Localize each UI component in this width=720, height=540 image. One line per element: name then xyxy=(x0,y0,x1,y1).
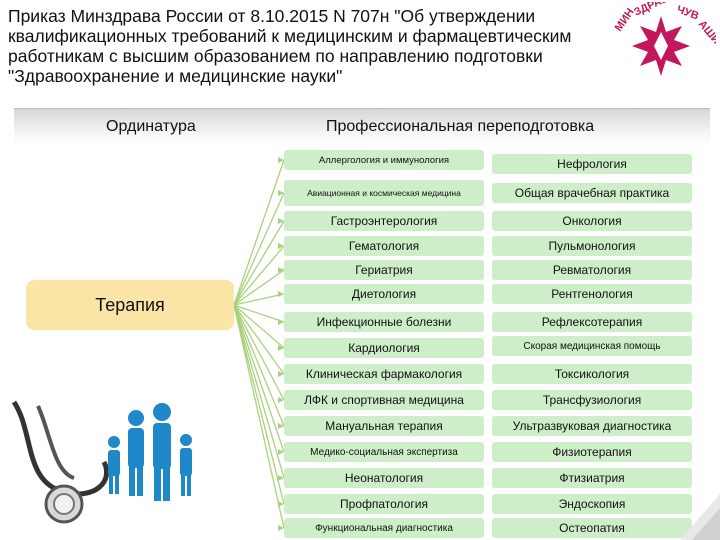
header-residency: Ординатура xyxy=(106,118,196,135)
table-header-band xyxy=(14,108,710,147)
specialty-cell: ЛФК и спортивная медицина xyxy=(284,390,484,410)
specialty-cell: Токсикология xyxy=(492,364,692,384)
connector-line xyxy=(233,304,285,453)
specialty-cell: Ультразвуковая диагностика xyxy=(492,416,692,436)
ministry-logo: МИН ЗДРАВ ЧУВ АШИИ xyxy=(613,2,716,76)
connector-line xyxy=(233,245,285,306)
specialty-cell: Гематология xyxy=(284,236,484,256)
connector-arrowhead xyxy=(278,423,284,429)
connector-arrowhead xyxy=(278,397,284,403)
specialty-cell: Нефрология xyxy=(492,154,692,174)
connector-arrowhead xyxy=(278,525,284,531)
connector-line xyxy=(233,304,285,427)
connector-line xyxy=(233,269,285,306)
specialty-cell: Рефлексотерапия xyxy=(492,312,692,332)
connector-arrowhead xyxy=(278,319,284,325)
specialty-cell: Аллергология и иммунология xyxy=(284,150,484,170)
connector-line xyxy=(233,192,285,306)
corner-decoration xyxy=(680,494,720,540)
connector-arrowhead xyxy=(278,371,284,377)
connector-line xyxy=(233,304,285,375)
connector-line xyxy=(233,304,285,479)
specialty-cell: Функциональная диагностика xyxy=(284,518,484,538)
connector-line xyxy=(233,304,285,529)
stethoscope-tube xyxy=(36,405,75,480)
connector-line xyxy=(233,304,285,349)
stethoscope-family-illustration xyxy=(11,400,192,524)
specialty-cell: Пульмонология xyxy=(492,236,692,256)
connector-line xyxy=(233,304,285,505)
specialty-cell: Остеопатия xyxy=(492,518,692,538)
connector-line xyxy=(233,159,285,306)
specialty-cell: Медико-социальная экспертиза xyxy=(284,442,484,462)
connector-line xyxy=(233,220,285,306)
specialty-cell: Ревматология xyxy=(492,260,692,280)
header-retraining: Профессиональная переподготовка xyxy=(326,118,595,135)
connector-line xyxy=(233,304,285,323)
family-figures-icon xyxy=(108,403,192,501)
connector-line xyxy=(233,304,285,401)
connector-arrowhead xyxy=(278,157,284,163)
specialty-cell: Инфекционные болезни xyxy=(284,312,484,332)
connector-arrowhead xyxy=(278,449,284,455)
connector-arrowhead xyxy=(278,190,284,196)
specialty-cell: Рентгенология xyxy=(492,284,692,304)
source-box-therapy: Терапия xyxy=(26,280,234,330)
stethoscope-tube xyxy=(11,400,109,497)
specialty-cell: Онкология xyxy=(492,211,692,231)
specialty-cell: Неонатология xyxy=(284,468,484,488)
connector-line xyxy=(233,293,285,306)
specialty-cell: Трансфузиология xyxy=(492,390,692,410)
specialty-cell: Фтизиатрия xyxy=(492,468,692,488)
specialty-cell: Гастроэнтерология xyxy=(284,211,484,231)
specialty-cell: Профпатология xyxy=(284,494,484,514)
connector-arrowhead xyxy=(278,291,284,297)
specialty-cell: Гериатрия xyxy=(284,260,484,280)
specialty-cell: Диетология xyxy=(284,284,484,304)
specialty-cell: Физиотерапия xyxy=(492,442,692,462)
specialty-cell: Кардиология xyxy=(284,338,484,358)
specialty-cell: Скорая медицинская помощь xyxy=(492,336,692,356)
specialty-cell: Клиническая фармакология xyxy=(284,364,484,384)
specialty-cell: Авиационная и космическая медицина xyxy=(284,180,484,206)
connector-arrowhead xyxy=(278,345,284,351)
slide-title: Приказ Минздрава России от 8.10.2015 N 7… xyxy=(8,6,572,86)
connector-arrowhead xyxy=(278,475,284,481)
connector-arrowhead xyxy=(278,243,284,249)
specialty-cell: Эндоскопия xyxy=(492,494,692,514)
connector-arrowhead xyxy=(278,218,284,224)
specialty-cell: Общая врачебная практика xyxy=(492,183,692,203)
specialty-cell: Мануальная терапия xyxy=(284,416,484,436)
connector-arrowhead xyxy=(278,267,284,273)
